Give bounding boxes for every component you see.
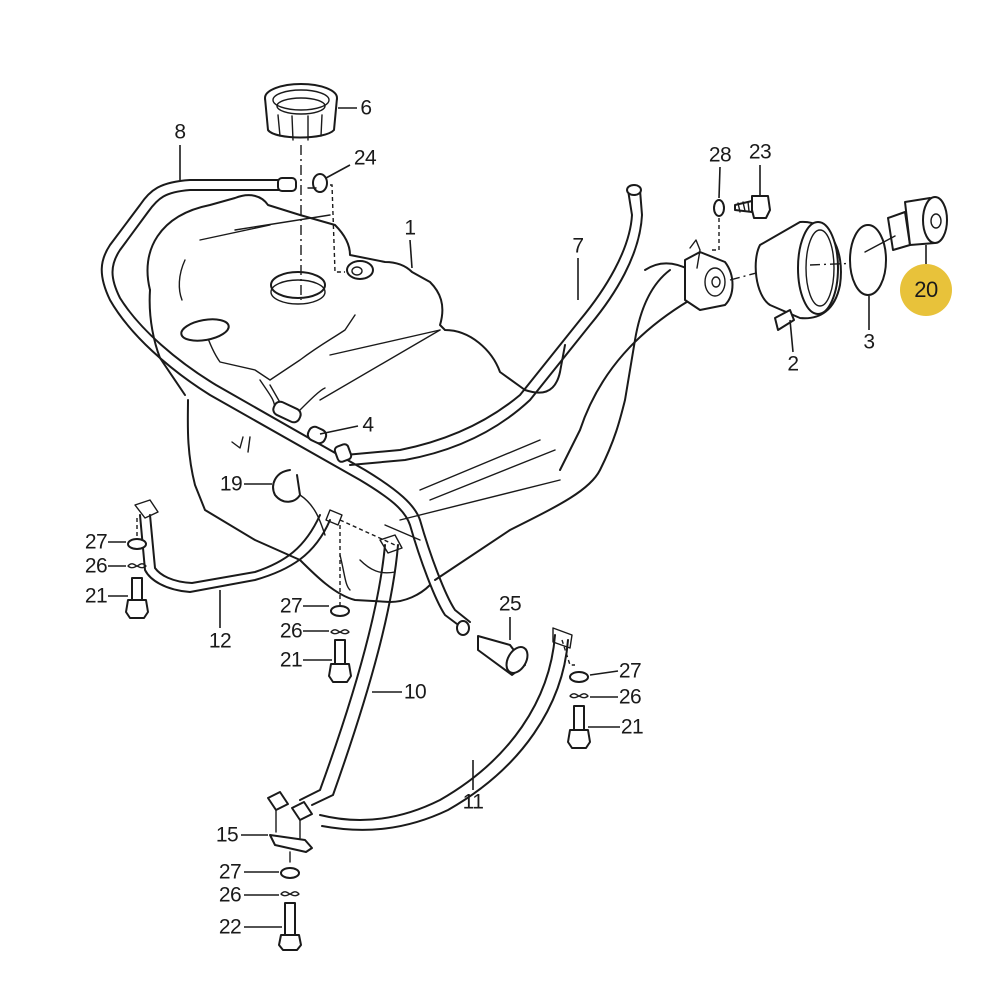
hose-end (477, 635, 529, 676)
callout-part-19: 19 (219, 472, 243, 496)
callout-part-21: 21 (279, 648, 303, 672)
bolt-stack-center (328, 605, 352, 683)
callout-part-20-highlighted: 20 (900, 264, 952, 316)
screw-and-washer (710, 195, 771, 251)
callout-part-6: 6 (360, 96, 372, 120)
filler-housing (754, 220, 886, 331)
callout-part-26: 26 (618, 685, 642, 709)
support-rod (100, 177, 471, 636)
callout-part-10: 10 (403, 680, 427, 704)
callout-part-27: 27 (84, 530, 108, 554)
callout-part-25: 25 (498, 592, 522, 616)
callout-part-12: 12 (208, 629, 232, 653)
callout-part-28: 28 (708, 143, 732, 167)
callout-part-24: 24 (353, 146, 377, 170)
callout-part-7: 7 (572, 234, 584, 258)
strap-center (299, 519, 403, 806)
callout-part-11: 11 (462, 790, 484, 814)
bolt-stack-right (567, 671, 591, 749)
bolt-stack-bottom (278, 867, 302, 951)
bolt-stack-left (125, 518, 149, 619)
callout-part-3: 3 (863, 330, 875, 354)
strap-left (134, 499, 343, 593)
callout-part-27: 27 (218, 860, 242, 884)
hose-clamp (272, 469, 326, 536)
callout-part-8: 8 (174, 120, 186, 144)
fuel-tank (146, 194, 671, 603)
seal-ring (849, 224, 887, 296)
callout-part-23: 23 (748, 140, 772, 164)
callout-part-26: 26 (218, 883, 242, 907)
callout-part-27: 27 (279, 594, 303, 618)
clip (307, 173, 345, 273)
callout-part-26: 26 (84, 554, 108, 578)
callout-part-15: 15 (215, 823, 239, 847)
vent-hose (333, 184, 643, 466)
callout-part-1: 1 (404, 216, 416, 240)
tank-cap (864, 196, 948, 253)
leader-lines (108, 107, 927, 928)
callout-part-4: 4 (362, 413, 374, 437)
filler-neck (559, 239, 761, 471)
callout-part-21: 21 (620, 715, 644, 739)
callout-part-27: 27 (618, 659, 642, 683)
bracket (267, 791, 313, 863)
callout-part-26: 26 (279, 619, 303, 643)
strap-right (319, 627, 575, 831)
callout-part-22: 22 (218, 915, 242, 939)
callout-part-21: 21 (84, 584, 108, 608)
callout-part-2: 2 (787, 352, 799, 376)
hose-connectors (272, 400, 328, 445)
filler-ring (264, 83, 338, 300)
